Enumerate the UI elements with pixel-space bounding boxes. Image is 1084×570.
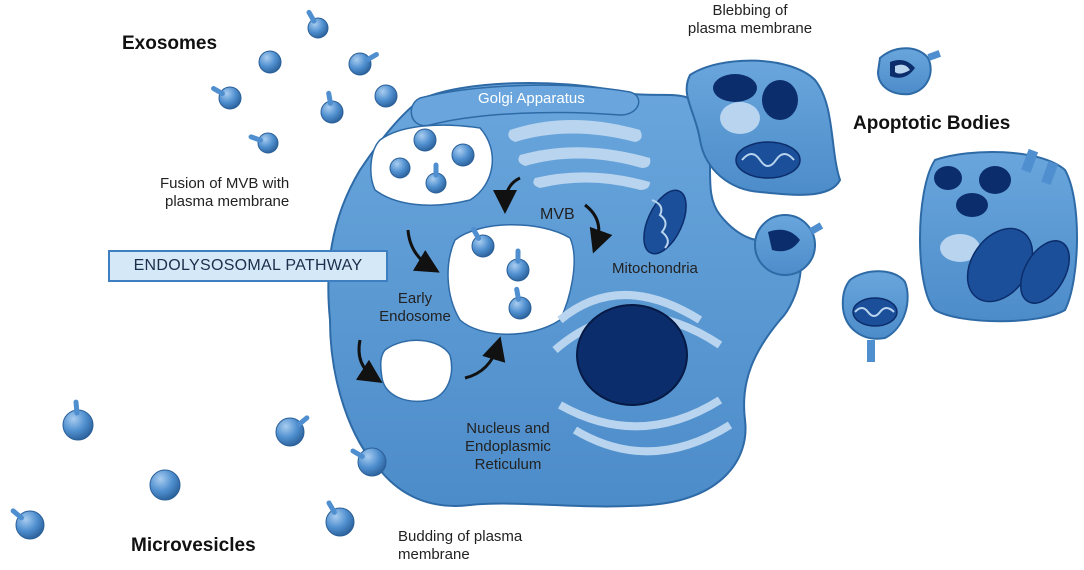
blebbing-label: Blebbing of plasma membrane <box>660 2 840 38</box>
nucleus-line-2: Endoplasmic <box>465 438 551 455</box>
mitochondrion-cell <box>643 189 687 255</box>
exosome-vesicle <box>451 143 475 167</box>
mvb <box>447 224 575 335</box>
apoptotic-bodies-label: Apoptotic Bodies <box>853 113 1011 134</box>
microvesicle <box>62 399 94 441</box>
exosome-vesicle <box>425 162 447 194</box>
golgi-apparatus <box>508 120 651 190</box>
vesicle-group <box>211 9 532 320</box>
exosome-vesicle <box>374 84 398 108</box>
early-endosome <box>380 339 453 402</box>
nucleus-line-1: Nucleus and <box>466 420 550 437</box>
fusion-label: Fusion of MVB with plasma membrane <box>160 175 289 211</box>
nucleus-er-label: Nucleus and Endoplasmic Reticulum <box>448 420 568 474</box>
microvesicle <box>325 500 355 537</box>
exosome-vesicle <box>320 90 344 124</box>
early-endosome-label: Early Endosome <box>375 290 455 326</box>
microvesicle <box>10 508 45 540</box>
microvesicle <box>149 469 181 501</box>
exosome-vesicle <box>306 9 329 39</box>
exosome-vesicle <box>248 132 279 154</box>
nucleus-line-3: Reticulum <box>474 456 542 473</box>
budding-line-2: membrane <box>398 546 470 563</box>
early-line-1: Early <box>397 290 433 307</box>
early-line-2: Endosome <box>379 308 451 325</box>
exosome-vesicle <box>348 52 379 76</box>
small-bleb <box>754 214 824 276</box>
golgi-label: Golgi Apparatus <box>478 90 585 107</box>
endolysosomal-pathway-box: ENDOLYSOSOMAL PATHWAY <box>108 250 388 282</box>
exosome-vesicle <box>471 227 495 258</box>
microvesicle <box>350 447 387 477</box>
budding-label: Budding of plasma membrane <box>398 528 522 564</box>
fusion-line-1: Fusion of MVB with <box>160 175 290 192</box>
exosome-vesicle <box>413 128 437 152</box>
budding-line-1: Budding of plasma <box>398 528 523 545</box>
apoptotic-body-small-top <box>876 47 942 96</box>
apoptotic-body-large <box>919 148 1078 323</box>
pathway-arrows <box>355 176 613 383</box>
exosome-vesicle <box>258 50 282 74</box>
microvesicles-label: Microvesicles <box>131 535 256 556</box>
exosome-vesicle <box>506 248 530 282</box>
mvb-label: MVB <box>540 206 575 223</box>
fusion-line-2: plasma membrane <box>165 193 290 210</box>
mitochondria-label: Mitochondria <box>612 260 698 277</box>
exosome-vesicle <box>508 286 532 320</box>
blebbing-line-1: Blebbing of <box>712 2 788 19</box>
nucleus-er <box>552 291 733 456</box>
apoptotic-body-small-bottom <box>841 270 909 362</box>
blebbing-line-2: plasma membrane <box>687 20 813 37</box>
microvesicle <box>275 415 310 447</box>
exosome-vesicle <box>211 86 242 110</box>
exosome-vesicle <box>389 157 411 179</box>
microvesicle-group <box>10 399 387 540</box>
exosomes-label: Exosomes <box>122 33 218 54</box>
blebbing-lobe <box>685 59 842 196</box>
